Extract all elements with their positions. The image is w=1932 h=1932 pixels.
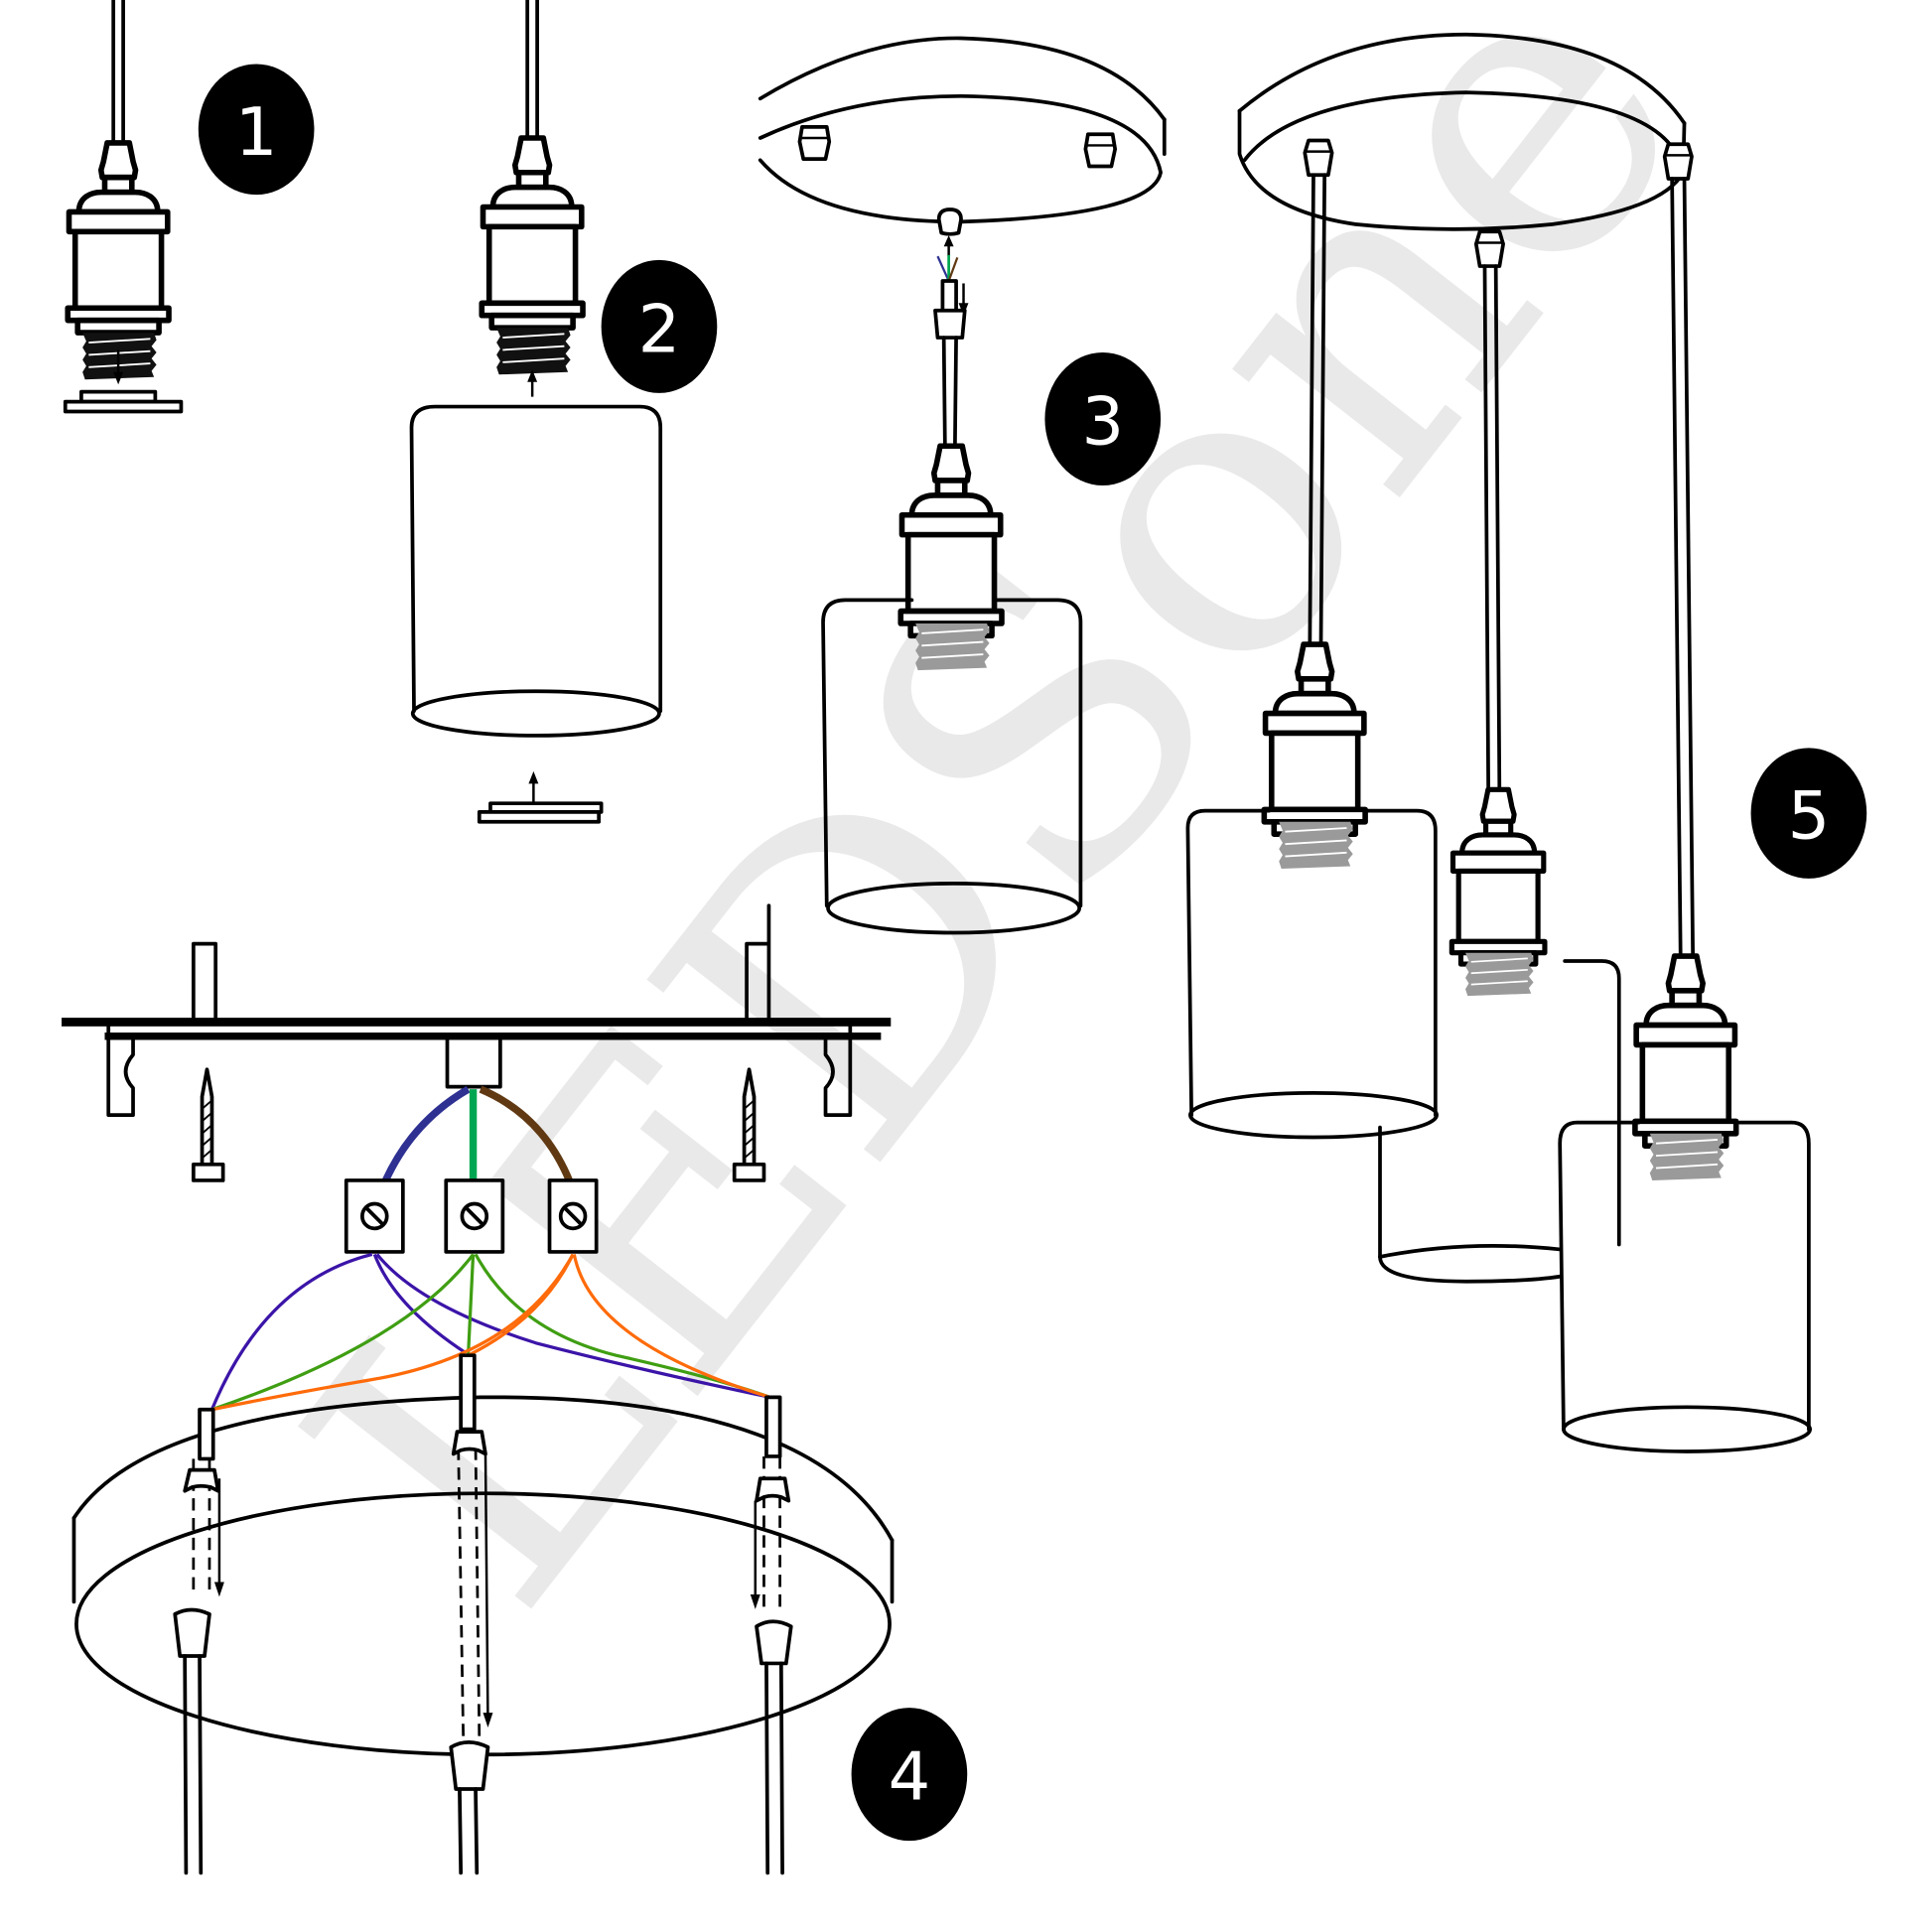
wire-ends bbox=[936, 254, 959, 282]
pendant-right bbox=[1558, 956, 1812, 1453]
svg-text:3: 3 bbox=[1081, 382, 1124, 460]
screw-right bbox=[732, 1067, 766, 1182]
pendant-left bbox=[1185, 644, 1439, 1140]
shade-ring-icon bbox=[477, 801, 604, 824]
ceiling-canopy bbox=[1237, 32, 1687, 231]
step-2-illustration bbox=[409, 0, 663, 824]
step-badge-2: 2 bbox=[601, 259, 718, 393]
step-badge-5: 5 bbox=[1750, 748, 1867, 879]
terminal-block-live bbox=[547, 1178, 599, 1254]
arrow-down-icon bbox=[113, 349, 124, 385]
step-1-illustration bbox=[63, 0, 184, 414]
svg-text:1: 1 bbox=[235, 93, 278, 171]
terminal-block-earth bbox=[444, 1178, 505, 1254]
ceiling-rose bbox=[758, 36, 1167, 236]
step-5-illustration bbox=[1185, 32, 1812, 1453]
svg-text:5: 5 bbox=[1788, 777, 1831, 855]
step-badge-4: 4 bbox=[851, 1708, 968, 1842]
glass-shade bbox=[409, 404, 663, 738]
svg-text:2: 2 bbox=[638, 290, 681, 367]
pendant-wires bbox=[209, 1252, 771, 1412]
arrow-up-icon bbox=[527, 369, 538, 397]
pendant-cable-left bbox=[173, 1407, 224, 1875]
mounting-bracket bbox=[62, 903, 892, 1118]
pendant-cable-right bbox=[750, 1395, 793, 1875]
screw-left bbox=[191, 1067, 225, 1182]
step-badge-1: 1 bbox=[198, 64, 315, 196]
step-3-illustration bbox=[758, 36, 1167, 935]
glass-shade bbox=[821, 598, 1083, 935]
terminal-block-neutral bbox=[344, 1178, 405, 1254]
pendant-middle bbox=[1378, 789, 1621, 1284]
svg-text:LEDSone: LEDSone bbox=[220, 0, 1775, 1686]
step-badge-3: 3 bbox=[1044, 351, 1162, 485]
svg-text:4: 4 bbox=[889, 1738, 931, 1816]
mains-wires bbox=[382, 1085, 573, 1182]
shade-ring-icon bbox=[63, 389, 184, 414]
step-4-illustration bbox=[62, 903, 895, 1875]
watermark: LEDSone bbox=[220, 0, 1775, 1686]
pendant-cable-center bbox=[449, 1353, 493, 1875]
arrow-up-icon bbox=[943, 235, 954, 257]
